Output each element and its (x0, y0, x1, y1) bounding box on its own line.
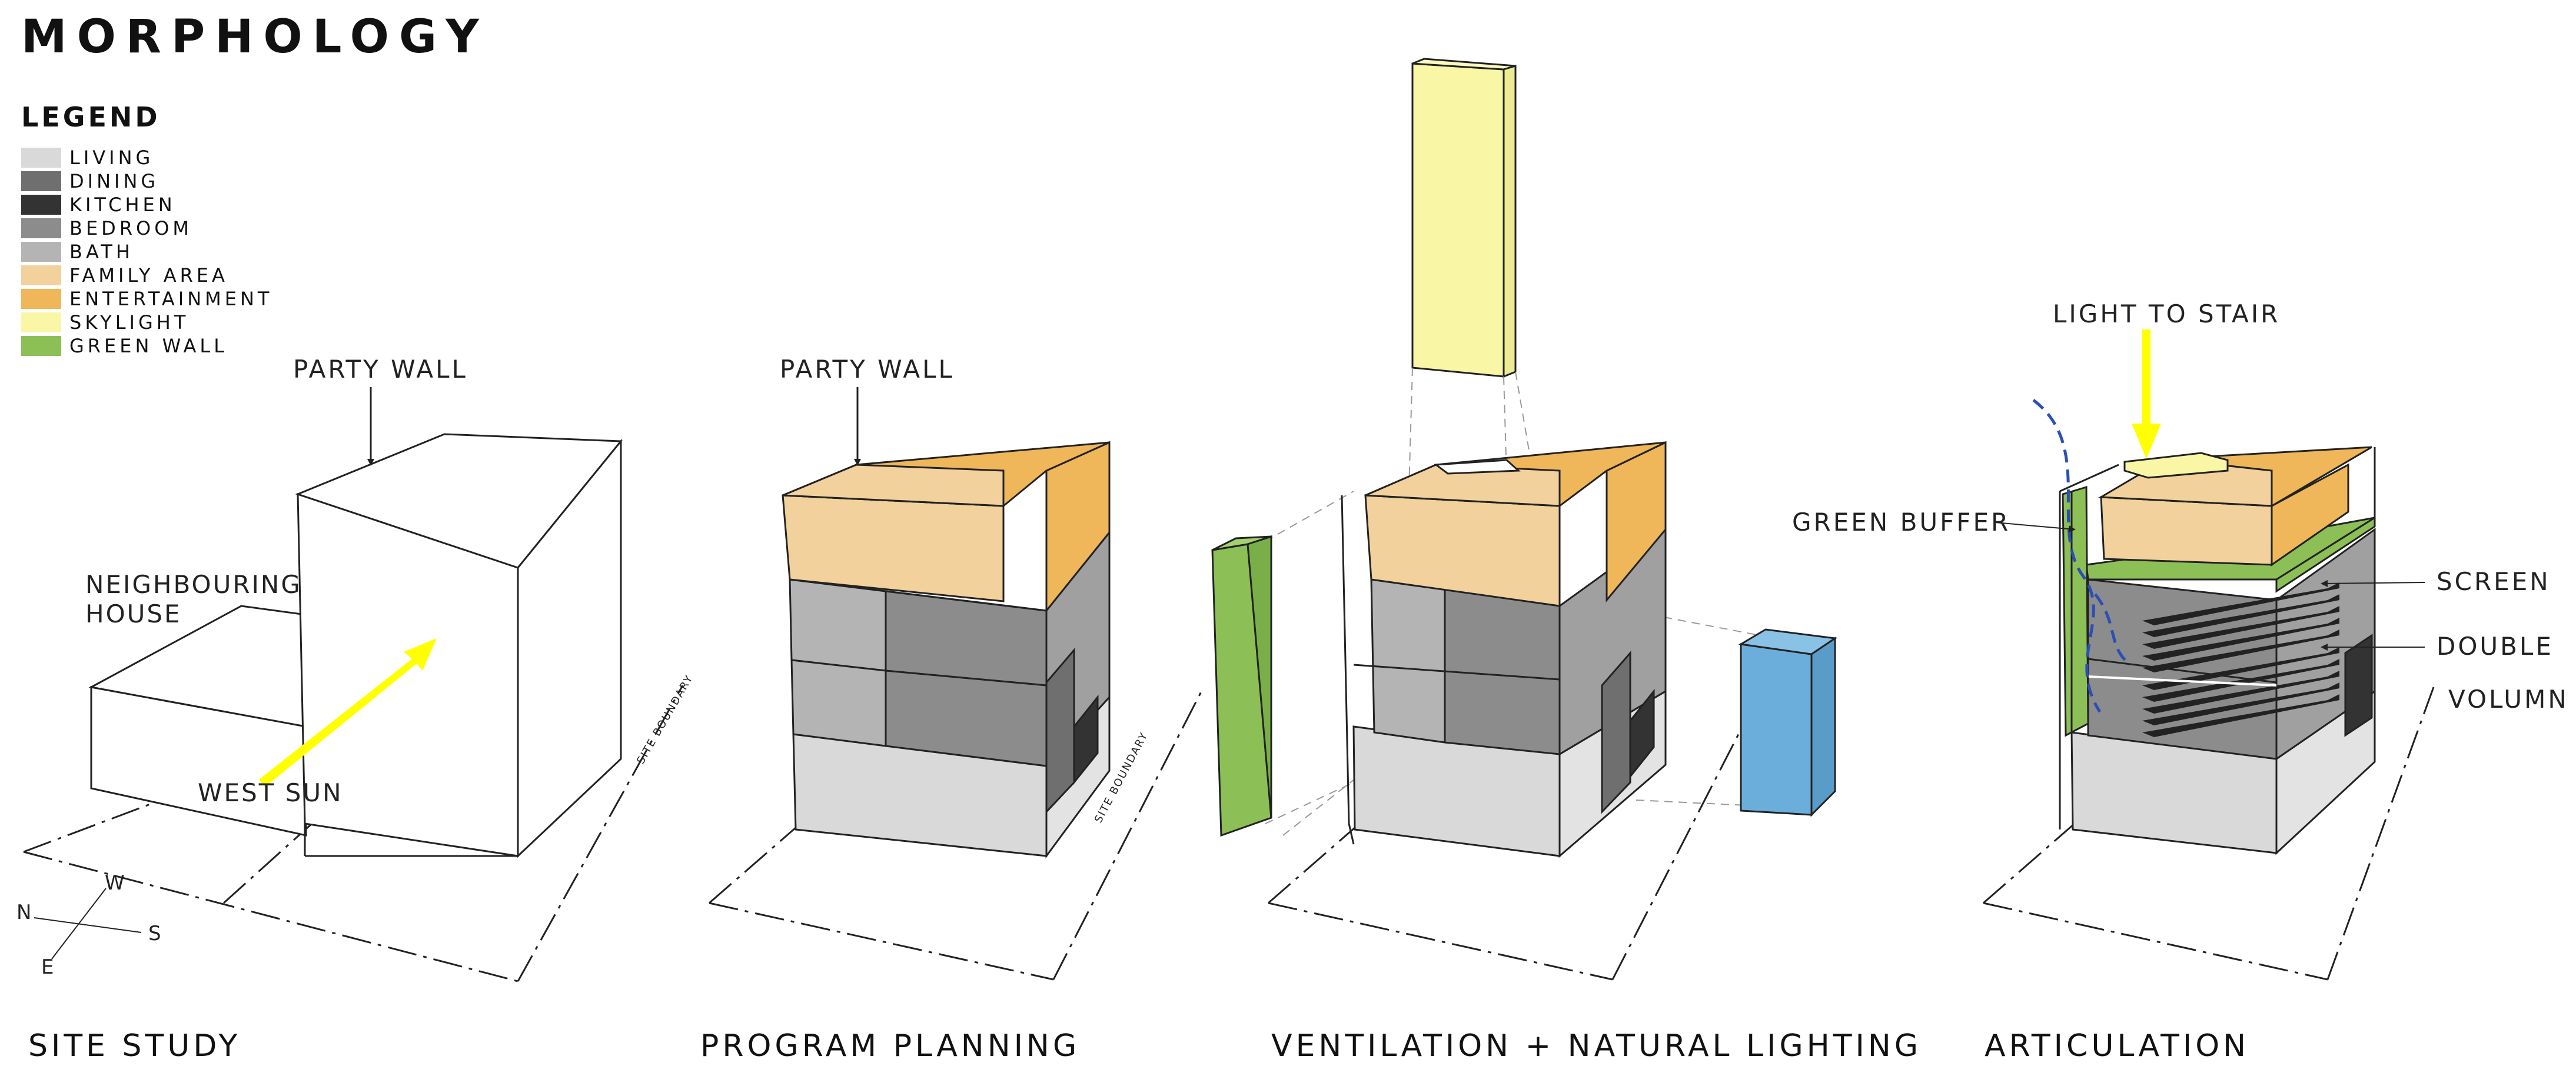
compass-west: W (105, 871, 125, 895)
legend-swatch (21, 242, 61, 262)
legend-item-family-area: FAMILY AREA (21, 264, 272, 287)
green-wall (2062, 485, 2089, 737)
legend-item-kitchen: KITCHEN (21, 193, 272, 216)
caption-site-study: SITE STUDY (28, 1028, 241, 1064)
block-family-top (1365, 464, 1561, 507)
legend-item-living: LIVING (21, 146, 272, 169)
compass (34, 888, 142, 960)
caption-ventilation: VENTILATION + NATURAL LIGHTING (1271, 1028, 1922, 1064)
party-wall-label: PARTY WALL (780, 355, 955, 384)
block-dining (1601, 651, 1631, 814)
west-sun-arrow (259, 638, 437, 787)
ventilation-panel (1211, 58, 1838, 981)
green-wall-volume (1211, 535, 1272, 837)
volumn-label: VOLUMN (2448, 685, 2569, 714)
legend-item-bath: BATH (21, 240, 272, 264)
legend-swatch (21, 289, 61, 309)
site-study-panel (23, 387, 684, 982)
block-family-area (2100, 496, 2273, 566)
legend-swatch (21, 195, 61, 215)
legend-label: ENTERTAINMENT (69, 288, 273, 310)
legend-label: FAMILY AREA (69, 264, 228, 287)
block-dining (1045, 647, 1075, 814)
wind-flow (2094, 593, 2132, 666)
light-to-stair-label: LIGHT TO STAIR (2053, 299, 2280, 328)
legend-item-entertainment: ENTERTAINMENT (21, 287, 272, 311)
legend-swatch (21, 218, 61, 238)
site-boundary (1983, 687, 2435, 981)
block-entertainment-side (2271, 463, 2349, 567)
legend-label: DINING (69, 170, 159, 192)
legend-swatch (21, 265, 61, 285)
ventilation-volume (1738, 628, 1838, 817)
block-bath (790, 659, 887, 747)
legend-label: LIVING (69, 146, 154, 169)
articulation-panel (1983, 329, 2435, 981)
neighbouring-house (88, 605, 307, 837)
neighbouring-label-line1: NEIGHBOURING (85, 570, 302, 599)
louvre-screen (2142, 582, 2339, 737)
legend: LEGEND LIVING DINING KITCHEN BEDROOM BAT… (21, 101, 272, 358)
light-arrow (2132, 329, 2161, 459)
compass-north: N (16, 901, 31, 924)
site-boundary-label: SITE BOUNDARY (634, 672, 696, 766)
legend-swatch (21, 171, 61, 191)
screen-label: SCREEN (2437, 567, 2551, 596)
legend-swatch (21, 336, 61, 356)
caption-program-planning: PROGRAM PLANNING (700, 1028, 1081, 1064)
legend-label: SKYLIGHT (69, 311, 190, 334)
legend-label: GREEN WALL (69, 335, 228, 357)
block-bedroom (885, 590, 1048, 687)
skylight-opening (1433, 459, 1521, 475)
legend-item-bedroom: BEDROOM (21, 216, 272, 240)
page-title: MORPHOLOGY (21, 11, 489, 64)
west-sun-label: WEST SUN (198, 778, 343, 807)
double-label: DOUBLE (2437, 632, 2554, 661)
wind-flow (2032, 399, 2102, 713)
block-bath (789, 578, 887, 672)
skylight-box (2123, 452, 2229, 479)
block-bath (1370, 578, 1446, 744)
legend-item-skylight: SKYLIGHT (21, 311, 272, 334)
party-wall-label: PARTY WALL (293, 355, 468, 384)
neighbouring-label-line2: HOUSE (85, 599, 182, 628)
block-kitchen (2344, 634, 2373, 737)
caption-articulation: ARTICULATION (1985, 1028, 2250, 1064)
compass-east: E (41, 955, 54, 979)
site-boundary (1268, 687, 1764, 981)
skylight-volume (1411, 58, 1517, 378)
legend-swatch (21, 312, 61, 332)
legend-item-dining: DINING (21, 169, 272, 193)
legend-swatch (21, 148, 61, 168)
site-boundary-inner (222, 822, 313, 904)
compass-south: S (148, 922, 161, 945)
site-boundary (709, 687, 1205, 981)
legend-label: KITCHEN (69, 194, 176, 216)
legend-label: BATH (69, 241, 134, 263)
green-buffer-label: GREEN BUFFER (1792, 508, 2010, 537)
site-mass (295, 433, 623, 858)
legend-heading: LEGEND (21, 101, 161, 133)
program-planning-panel (709, 387, 1205, 981)
legend-label: BEDROOM (69, 217, 193, 239)
legend-item-green-wall: GREEN WALL (21, 334, 272, 358)
